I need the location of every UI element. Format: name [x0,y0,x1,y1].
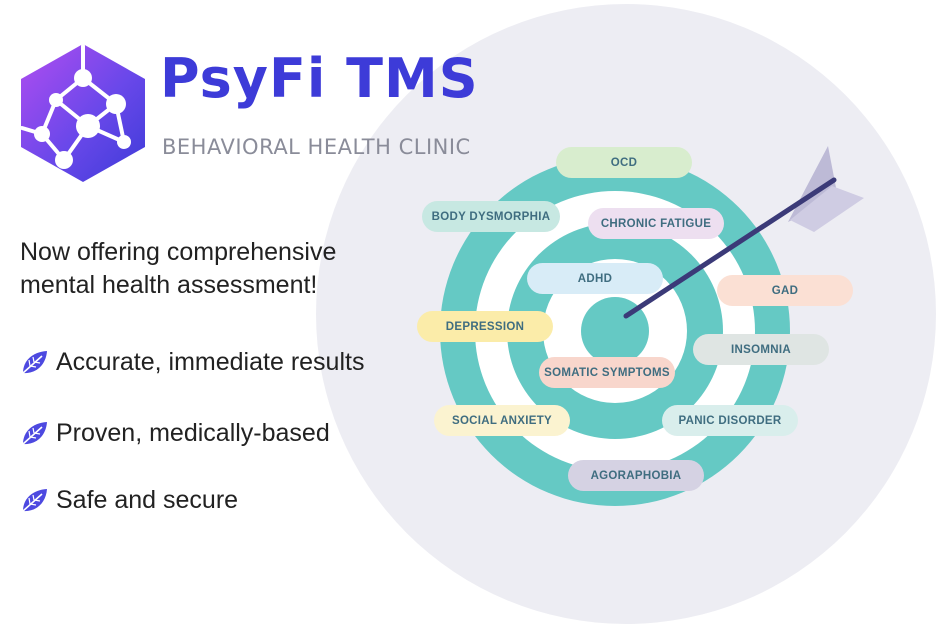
condition-tag-agoraphobia: AGORAPHOBIA [568,460,704,491]
condition-tag-panic-disorder: PANIC DISORDER [662,405,798,436]
condition-tag-gad: GAD [717,275,853,306]
headline: Now offering comprehensive mental health… [20,238,337,299]
condition-tag-adhd: ADHD [527,263,663,294]
leaf-icon [22,422,47,445]
leaf-icon [22,351,47,374]
condition-tag-social-anxiety: SOCIAL ANXIETY [434,405,570,436]
feature-label: Proven, medically-based [56,418,330,447]
condition-tag-ocd: OCD [556,147,692,178]
condition-tag-body-dysmorphia: BODY DYSMORPHIA [422,201,560,232]
hexagon-network-icon [20,44,145,182]
feature-label: Accurate, immediate results [56,347,365,376]
brand-title: PsyFi TMS [160,47,479,110]
condition-tag-somatic-symptoms: SOMATIC SYMPTOMS [539,357,675,388]
feature-label: Safe and secure [56,485,239,514]
condition-tag-insomnia: INSOMNIA [693,334,829,365]
arrow-icon [623,146,864,319]
feature-item: Accurate, immediate results [20,347,364,377]
feature-item: Proven, medically-based [20,418,330,448]
condition-tag-depression: DEPRESSION [417,311,553,342]
condition-tag-chronic-fatigue: CHRONIC FATIGUE [588,208,724,239]
feature-item: Safe and secure [20,485,238,515]
brand-subtitle: BEHAVIORAL HEALTH CLINIC [162,135,471,159]
leaf-icon [22,489,47,512]
